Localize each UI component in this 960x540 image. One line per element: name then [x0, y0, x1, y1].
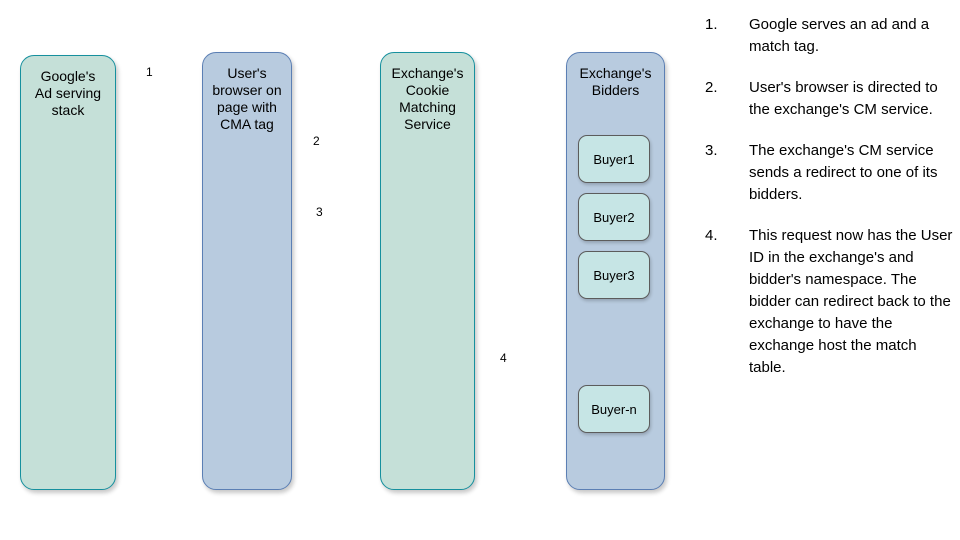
step-text: The exchange's CM service sends a redire… [749, 142, 938, 203]
buyer-box-2[interactable]: Buyer2 [578, 193, 650, 241]
buyer-box-1[interactable]: Buyer1 [578, 135, 650, 183]
steps-list: 1. Google serves an ad and a match tag. … [705, 14, 953, 398]
step-number: 1. [705, 16, 718, 33]
step-item-4: 4. This request now has the User ID in t… [705, 225, 953, 379]
arrow-label-3: 3 [316, 205, 323, 219]
step-text: Google serves an ad and a match tag. [749, 16, 930, 55]
arrow-label-2: 2 [313, 134, 320, 148]
node-cms-label: Exchange's Cookie Matching Service [391, 65, 464, 132]
step-number: 2. [705, 79, 718, 96]
step-text: This request now has the User ID in the … [749, 227, 953, 376]
buyer-label: Buyer2 [593, 209, 635, 225]
node-exchange-cookie-matching-service[interactable]: Exchange's Cookie Matching Service [380, 52, 475, 490]
step-number: 3. [705, 142, 718, 159]
step-item-3: 3. The exchange's CM service sends a red… [705, 140, 953, 206]
arrow-label-4: 4 [500, 351, 507, 365]
node-google-label: Google's Ad serving stack [34, 68, 102, 118]
node-user-browser[interactable]: User's browser on page with CMA tag [202, 52, 292, 490]
buyer-label: Buyer-n [591, 401, 637, 417]
arrow-label-1: 1 [146, 65, 153, 79]
buyer-box-n[interactable]: Buyer-n [578, 385, 650, 433]
buyer-label: Buyer1 [593, 151, 635, 167]
node-bidders-label: Exchange's Bidders [579, 65, 652, 98]
buyer-box-3[interactable]: Buyer3 [578, 251, 650, 299]
step-number: 4. [705, 227, 718, 244]
step-item-1: 1. Google serves an ad and a match tag. [705, 14, 953, 58]
step-text: User's browser is directed to the exchan… [749, 79, 938, 118]
node-google-ad-serving-stack[interactable]: Google's Ad serving stack [20, 55, 116, 490]
step-item-2: 2. User's browser is directed to the exc… [705, 77, 953, 121]
node-browser-label: User's browser on page with CMA tag [212, 65, 282, 132]
buyer-label: Buyer3 [593, 267, 635, 283]
